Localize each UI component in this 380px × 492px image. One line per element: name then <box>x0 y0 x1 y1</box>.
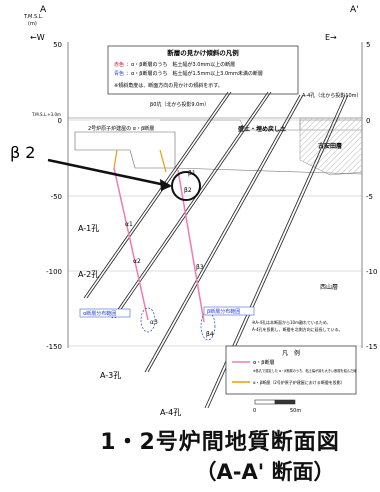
figure-subtitle: （A-A' 断面） <box>195 460 335 484</box>
beta1-tag: β1 <box>188 170 196 177</box>
scale-bar: 0 50m <box>253 399 301 414</box>
borehole-a2 <box>114 91 272 319</box>
legend-top-line1-prefix: 赤色 <box>114 61 124 68</box>
borehole-a4-label: A-4孔 <box>160 408 181 417</box>
beta4-tag: β4 <box>206 331 214 338</box>
distribution-zones: α断層分布範囲 β断層分布範囲 <box>79 306 255 341</box>
legend-item1-note: ※各孔で認定した α・β断層のうち、粘土幅が最も大きい断層を結んだ線 <box>253 368 357 373</box>
projected-faults <box>113 149 167 173</box>
legend-item1-title: α・β断層 <box>253 359 275 366</box>
projected-fault-right <box>159 149 167 173</box>
section-mark-left: A <box>40 5 47 15</box>
alpha3-tag: α3 <box>150 319 158 326</box>
legend-item2-text: α・β断層（2号炉原子炉建屋における断層を投影） <box>253 379 345 385</box>
koyasuda-base <box>174 167 363 175</box>
right-axis-ticks: 5 0 -5 -10 -15 <box>366 41 377 351</box>
borehole-a1 <box>83 91 229 299</box>
left-axis-ticks: 50 0 -50 -100 -150 <box>46 41 62 351</box>
left-tick-label: 0 <box>58 117 62 125</box>
arrow-head <box>160 179 172 191</box>
right-tick-label: -15 <box>366 343 377 351</box>
legend-bottom-title: 凡 例 <box>282 349 300 357</box>
nishiyama-label: 西山層 <box>320 283 338 291</box>
borehole-a3 <box>144 94 301 373</box>
right-tick-label: 0 <box>366 117 370 125</box>
fault-beta <box>177 169 205 323</box>
alpha-zone-label: α断層分布範囲 <box>83 310 116 317</box>
right-tick-label: 5 <box>366 41 370 49</box>
legend-top-line2: ：α・β断層のうち 粘土幅が1.5mm以上3.0mm未満の断層 <box>126 70 263 77</box>
direction-west: ←W <box>30 33 45 42</box>
direction-east: E→ <box>325 33 337 42</box>
figure-title: 1・2号炉間地質断面図 <box>100 430 340 455</box>
alpha2-tag: α2 <box>133 258 141 265</box>
borehole-a1 <box>86 91 232 299</box>
elevation-unit-line: (m) <box>28 21 37 27</box>
koyasuda-label: 古安田層 <box>318 142 342 150</box>
left-tick-label: -100 <box>46 268 62 276</box>
fault-alpha <box>113 167 149 321</box>
borehole-a1-label: A-1孔 <box>78 224 99 233</box>
beta-zone-label: β断層分布範囲 <box>207 308 240 315</box>
elevation-unit-line: T.M.S.L. <box>23 14 44 20</box>
legend-bottom: 凡 例 α・β断層 ※各孔で認定した α・β断層のうち、粘土幅が最も大きい断層を… <box>225 345 357 395</box>
borehole-a3-label: A-3孔 <box>100 371 121 380</box>
beta2-tag: β2 <box>184 187 192 194</box>
fill-soil-label: 盛土・埋め戻し土 <box>238 125 286 133</box>
beta2-callout-arrow <box>47 158 171 188</box>
right-tick-label: -10 <box>366 268 377 276</box>
a4-note-line1: ※A-4孔は本断面から10m離れているため、 <box>252 319 331 325</box>
tmsl-small-label: T.M.S.L.+3.0m <box>31 112 61 117</box>
a4-projection-label: A-4孔（北から投影10m） <box>302 92 362 99</box>
beta-section-top-label: β0坑（北から投影9.0m） <box>150 101 209 108</box>
borehole-a3 <box>147 94 304 373</box>
section-mark-right: A' <box>350 5 359 15</box>
right-tick-label: -5 <box>366 193 373 201</box>
borehole-a2-label: A-2孔 <box>78 270 99 279</box>
beta3-tag: β3 <box>196 264 204 271</box>
alpha1-tag: α1 <box>125 221 133 228</box>
left-tick-label: -150 <box>46 343 62 351</box>
pink-faults <box>113 167 205 323</box>
reactor-building-label: 2号炉原子炉建屋の α・β断層 <box>88 125 154 132</box>
projected-fault-left <box>113 149 118 169</box>
scale-end: 50m <box>290 408 301 414</box>
elevation-unit: T.M.S.L. (m) <box>23 14 45 27</box>
legend-top: 断層の見かけ傾斜の凡例 赤色 ：α・β断層のうち 粘土幅が3.0mm以上の断層 … <box>107 45 299 95</box>
a4-note-line2: A-4孔を投影し、断層を北側方向に延長している。 <box>252 326 343 332</box>
beta2-callout-label: β 2 <box>10 143 35 162</box>
legend-top-line1: ：α・β断層のうち 粘土幅が3.0mm以上の断層 <box>126 61 235 68</box>
alpha-zone-ellipse <box>140 307 156 333</box>
left-tick-label: 50 <box>53 41 62 49</box>
borehole-a2 <box>111 91 269 319</box>
reactor-building-outline <box>74 131 176 169</box>
legend-top-note: ※傾斜角度は、断面方向の見かけの傾斜を示す。 <box>114 82 223 89</box>
legend-top-title: 断層の見かけ傾斜の凡例 <box>167 48 239 57</box>
left-tick-label: -50 <box>51 193 62 201</box>
legend-top-line2-prefix: 青色 <box>114 70 124 77</box>
scale-zero: 0 <box>253 408 256 414</box>
